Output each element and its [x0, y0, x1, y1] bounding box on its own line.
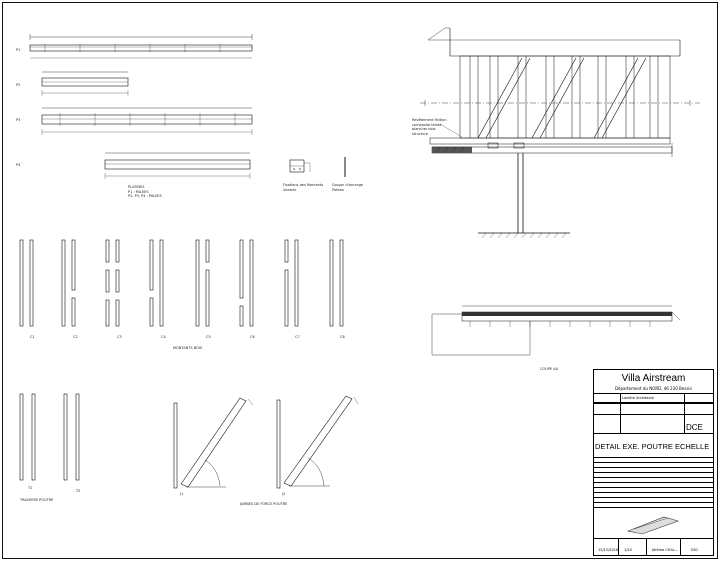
divider [594, 538, 713, 539]
divider [680, 538, 681, 556]
divider [594, 402, 713, 404]
divider [620, 393, 621, 433]
divider [594, 433, 713, 434]
montant-label: C7 [295, 335, 300, 339]
platine-p2 [41, 71, 129, 96]
project-address: Département du NORD, 46 230 Bessin [614, 386, 693, 391]
label-p1: P1 [16, 48, 21, 52]
divider [594, 492, 713, 493]
montant-label: C8 [340, 335, 345, 339]
index-value: D01 [691, 548, 699, 552]
divider [594, 472, 713, 473]
small-header: Lanière Architecte [622, 396, 654, 400]
divider [594, 462, 713, 463]
plan-coupe-aa [431, 305, 681, 356]
divider [646, 538, 647, 556]
platines-note: PLATINES P1 : PALEES P2, P3, P4 : PALEES [128, 185, 162, 199]
platine-p1 [29, 34, 253, 59]
sheet-title: DETAIL EXE. POUTRE ECHELLE [595, 442, 710, 451]
divider [594, 507, 713, 508]
label-p4: P4 [16, 163, 21, 167]
elevation-view [420, 27, 700, 239]
divider [594, 457, 713, 458]
divider [594, 467, 713, 468]
montants-caption: MONTANTS BOIS [173, 346, 203, 350]
montants-group [19, 239, 344, 327]
scale-value: 1/20 [624, 548, 632, 552]
montant-label: C1 [30, 335, 35, 339]
divider [594, 414, 713, 415]
date-value: 15/12/2016 [598, 548, 619, 552]
montant-label: C4 [161, 335, 166, 339]
divider [594, 393, 713, 394]
label-p2: P2 [16, 83, 21, 87]
title-block: Villa Airstream Département du NORD, 46 … [593, 369, 714, 556]
traverse-label: T2 [76, 489, 81, 493]
phase-code: DCE [686, 423, 703, 432]
montant-label: C3 [117, 335, 122, 339]
axonometric-thumbnail [626, 516, 679, 535]
montant-label: C5 [206, 335, 211, 339]
jambe-label: J1 [180, 492, 184, 496]
jambes-group [173, 395, 359, 489]
platine-p3 [41, 107, 253, 135]
divider [594, 487, 713, 488]
label-p3: P3 [16, 118, 21, 122]
divider [618, 538, 619, 556]
divider [684, 393, 685, 433]
section-note: Revêtement finition composite teinte pla… [412, 118, 447, 136]
divider [594, 497, 713, 498]
coupe-caption: COUPE AA [540, 367, 559, 371]
drawn-by-value: Jérôme CHAL... [652, 548, 679, 552]
divider [594, 477, 713, 478]
montant-label: C6 [250, 335, 255, 339]
fixing-note: Fixations des Montants visserie [283, 183, 324, 192]
traverses-caption: TRAVERSE POUTRE [20, 498, 54, 502]
montant-label: C2 [73, 335, 78, 339]
divider [594, 482, 713, 483]
jambes-caption: JAMBES DE FORCE POUTRE [240, 502, 288, 506]
traverses-group [19, 393, 80, 481]
bolt-note: Goujon d'ancrage Poteau [332, 183, 363, 192]
traverse-label: T1 [28, 486, 33, 490]
divider [594, 502, 713, 503]
jambe-label: J2 [282, 492, 286, 496]
fixing-detail [289, 157, 346, 177]
platine-p4 [104, 152, 251, 179]
project-name: Villa Airstream [621, 373, 686, 384]
